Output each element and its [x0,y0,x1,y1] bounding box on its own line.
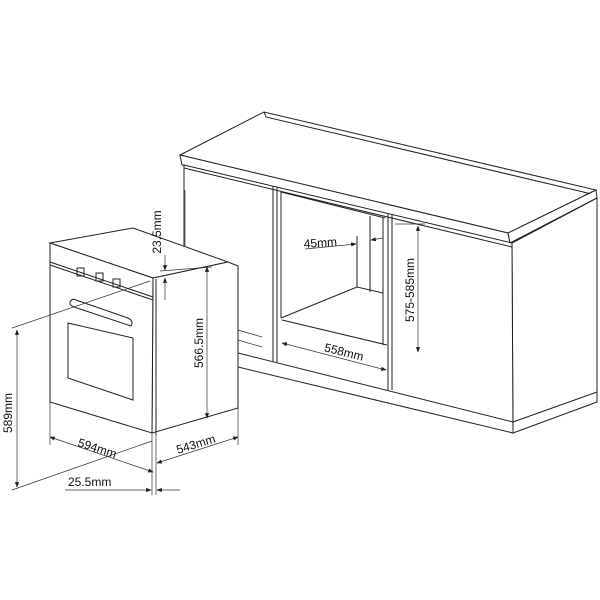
label-594mm: 594mm [76,435,118,461]
knob-icon [95,272,104,282]
label-575-585mm: 575-585mm [403,258,417,322]
dimension-lines [11,223,425,493]
door-handle [69,298,133,327]
knob-icon [76,267,85,277]
kitchen-cabinet [178,111,598,434]
label-23-5mm: 23.5mm [150,210,164,253]
label-589mm: 589mm [1,393,15,433]
label-45mm: 45mm [303,235,337,251]
oven-window [67,322,134,401]
oven-cavity [280,191,388,346]
cabinet-top-rail [183,167,513,248]
built-in-oven [48,190,239,495]
control-knobs [76,267,121,288]
countertop-backsplash [263,111,597,196]
label-543mm: 543mm [175,432,217,457]
label-25-5mm: 25.5mm [68,475,111,489]
label-566-5mm: 566.5mm [192,318,206,368]
control-panel-line [49,261,154,298]
knob-icon [112,278,121,288]
